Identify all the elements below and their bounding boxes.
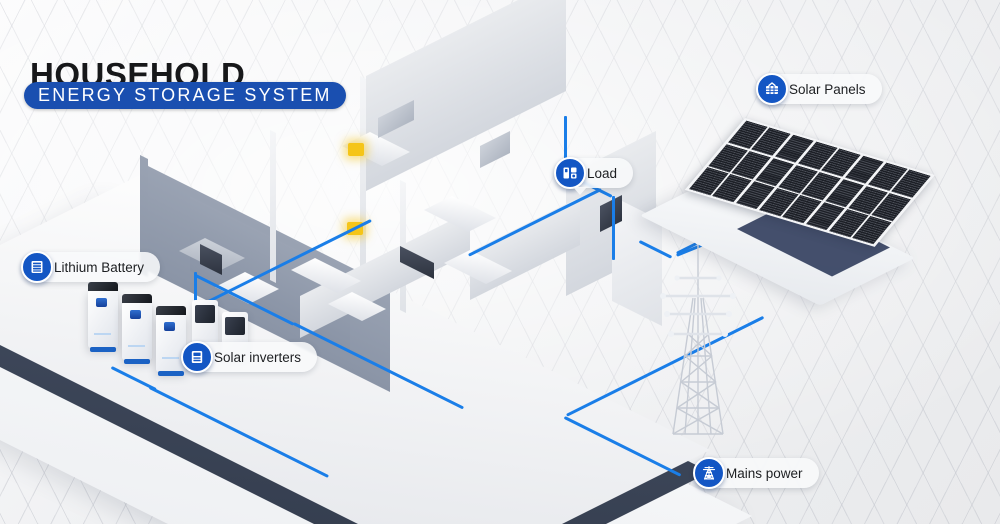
label-mains-power[interactable]: Mains power	[693, 457, 819, 489]
battery-unit-2	[122, 294, 152, 364]
label-pointer-load	[573, 187, 587, 195]
battery-display-2	[130, 310, 141, 319]
inverter-icon	[181, 341, 213, 373]
lamp-bedroom	[348, 143, 364, 156]
label-text-solar-inverters: Solar inverters	[214, 349, 302, 365]
battery-led-1	[94, 333, 111, 335]
label-text-mains-power: Mains power	[726, 465, 803, 481]
pylon-icon	[693, 457, 725, 489]
appliances-icon	[554, 157, 586, 189]
label-text-lithium-battery: Lithium Battery	[54, 259, 145, 275]
cable-riser-load	[564, 116, 567, 174]
page-subtitle-badge: ENERGY STORAGE SYSTEM	[24, 82, 346, 109]
wall-back-right	[366, 0, 566, 191]
label-text-solar-panels: Solar Panels	[789, 81, 866, 97]
inverter-unit-1	[192, 300, 218, 344]
battery-display-3	[164, 322, 175, 331]
window-right	[480, 131, 510, 168]
battery-led-2	[128, 345, 145, 347]
solar-panel-icon	[756, 73, 788, 105]
cable-riser-left	[194, 272, 197, 308]
solar-panel-assembly	[640, 108, 950, 306]
label-solar-inverters[interactable]: Solar inverters	[181, 341, 318, 373]
battery-led-3	[162, 357, 179, 359]
label-text-load: Load	[587, 165, 618, 181]
battery-display-1	[96, 298, 107, 307]
battery-unit-1	[88, 282, 118, 352]
pylon-structure	[655, 238, 741, 438]
dining-table	[424, 196, 496, 232]
battery-base-1	[90, 347, 116, 352]
battery-base-3	[158, 371, 184, 376]
cable-riser-right	[612, 196, 615, 260]
inverter-face-1	[195, 305, 215, 323]
label-solar-panels[interactable]: Solar Panels	[756, 73, 882, 105]
battery-rack-icon	[21, 251, 53, 283]
inverter-face-2	[225, 317, 245, 335]
battery-base-2	[124, 359, 150, 364]
label-load[interactable]: Load	[554, 157, 634, 195]
partition-hall	[270, 130, 276, 283]
label-lithium-battery[interactable]: Lithium Battery	[21, 251, 161, 283]
